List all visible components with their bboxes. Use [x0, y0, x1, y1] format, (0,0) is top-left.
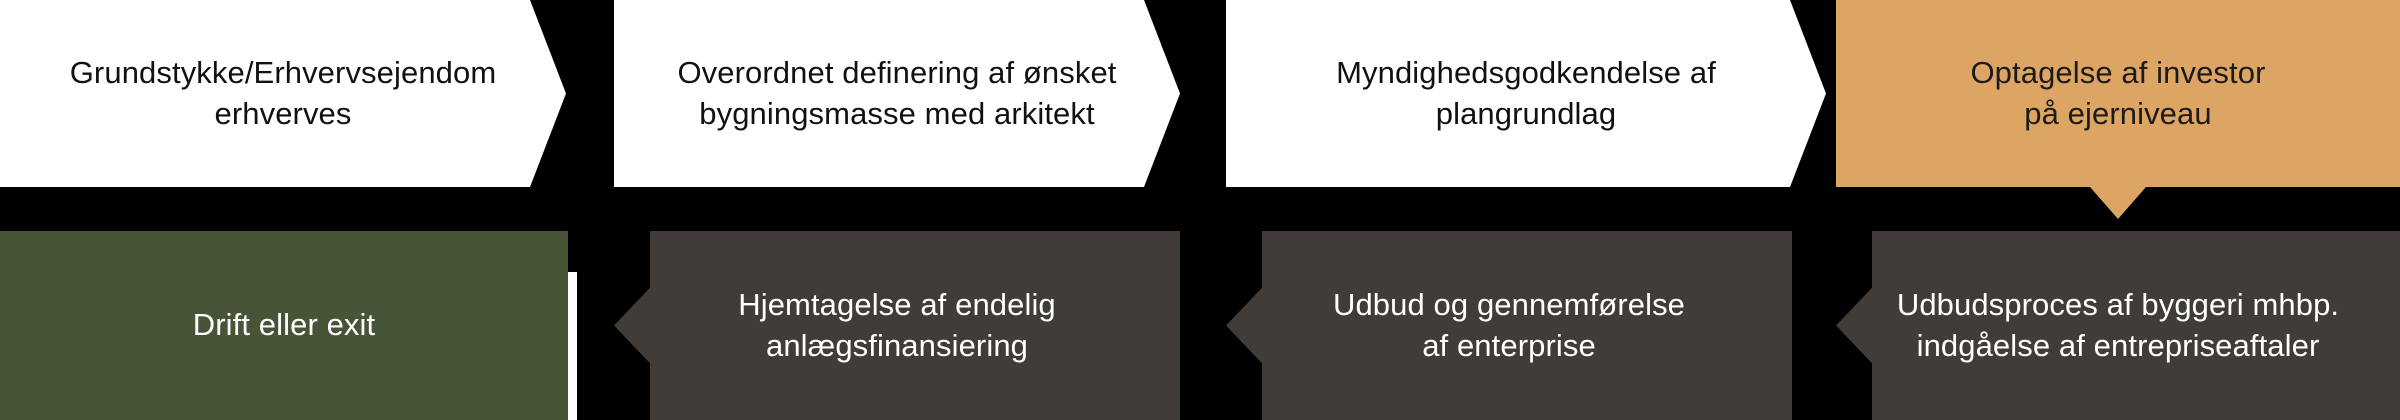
process-step-2[interactable]: Overordnet definering af ønsket bygnings…: [614, 0, 1180, 187]
process-step-5-label: Udbudsproces af byggeri mhbp. indgåelse …: [1896, 287, 2340, 363]
process-step-6-label: Udbud og gennemførelse af enterprise: [1332, 287, 1686, 363]
down-arrow-icon: [2090, 187, 2146, 219]
process-step-1-label: Grundstykke/Erhvervsejendom erhverves: [69, 55, 497, 131]
wrap-connector-line: [568, 272, 577, 420]
process-step-8-label: Drift eller exit: [192, 307, 376, 343]
process-step-1[interactable]: Grundstykke/Erhvervsejendom erhverves: [0, 0, 566, 187]
process-step-2-label: Overordnet definering af ønsket bygnings…: [677, 55, 1117, 131]
process-step-3-label: Myndighedsgodkendelse af plangrundlag: [1336, 55, 1716, 131]
process-step-8[interactable]: Drift eller exit: [0, 231, 568, 420]
process-step-7-label: Hjemtagelse af endelig anlægsfinansierin…: [738, 287, 1056, 363]
process-step-7[interactable]: Hjemtagelse af endelig anlægsfinansierin…: [614, 231, 1180, 420]
process-step-4-label: Optagelse af investor på ejerniveau: [1970, 55, 2266, 131]
process-step-5[interactable]: Udbudsproces af byggeri mhbp. indgåelse …: [1836, 231, 2400, 420]
process-step-3[interactable]: Myndighedsgodkendelse af plangrundlag: [1226, 0, 1826, 187]
process-step-4[interactable]: Optagelse af investor på ejerniveau: [1836, 0, 2400, 187]
process-step-6[interactable]: Udbud og gennemførelse af enterprise: [1226, 231, 1792, 420]
